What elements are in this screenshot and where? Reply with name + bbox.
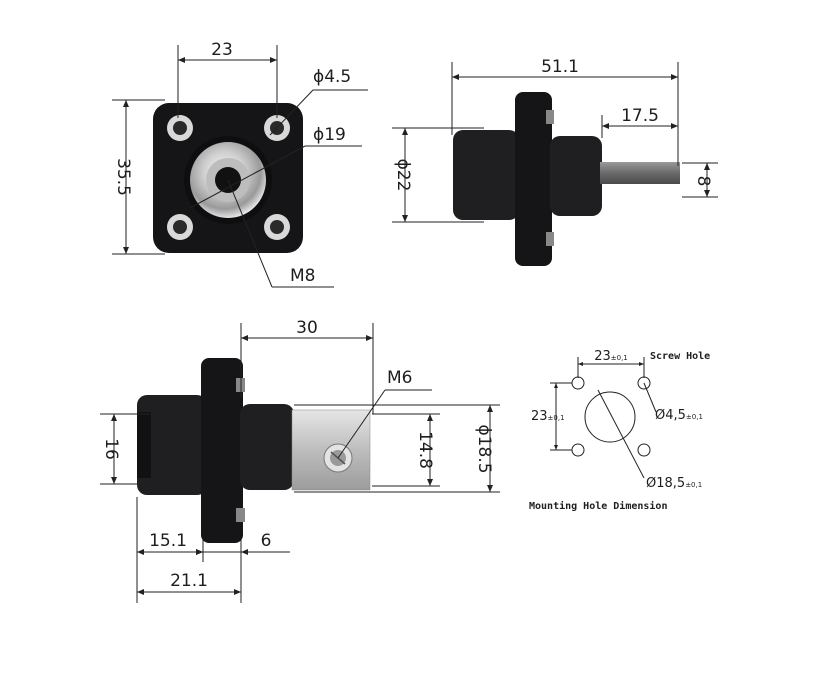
mounting-caption: Mounting Hole Dimension: [529, 500, 667, 512]
front-hole-dia-label: ϕ4.5: [313, 67, 351, 87]
mount-hole-dia-tol: ±0,1: [686, 413, 703, 421]
mount-spacing-y-label: 23: [531, 409, 548, 424]
bottom-dia-label: ϕ18.5: [474, 424, 494, 473]
bottom-left-body: [137, 395, 207, 495]
screw-hole-label: Screw Hole: [650, 351, 710, 362]
bottom-len-21-1-label: 21.1: [170, 571, 208, 591]
svg-text:Ø4,5±0,1: Ø4,5±0,1: [655, 408, 703, 423]
side-pin-thickness-label: 8: [693, 176, 713, 187]
mounting-hole-diagram: 23±0,1 Screw Hole 23±0,1 Ø4,5±0,1 Ø18,5±…: [529, 349, 710, 512]
bottom-len-15-1-label: 15.1: [149, 531, 187, 551]
svg-text:23±0,1: 23±0,1: [594, 349, 628, 364]
bottom-len-6-label: 6: [261, 531, 272, 551]
side-dia-label: ϕ22: [393, 159, 413, 192]
svg-text:23±0,1: 23±0,1: [531, 409, 565, 424]
mount-spacing-x-tol: ±0,1: [611, 354, 628, 362]
side-length-label: 51.1: [541, 57, 579, 77]
bottom-view: 30 M6 16 14.8 ϕ18.5 15.1: [100, 318, 500, 603]
bottom-length-label: 30: [296, 318, 318, 338]
mount-center-hole: [584, 391, 636, 443]
mount-hole-dia-label: Ø4,5: [655, 408, 686, 423]
mount-spacing-x-label: 23: [594, 349, 611, 364]
side-pin-length-label: 17.5: [621, 106, 659, 126]
svg-text:Ø18,5±0,1: Ø18,5±0,1: [646, 476, 702, 491]
front-view: 23 35.5 ϕ4.5 ϕ19 M8: [112, 40, 368, 288]
bottom-right-body: [240, 404, 294, 490]
mount-hole-br: [637, 443, 651, 457]
side-left-body: [453, 130, 519, 220]
mount-center-dia-tol: ±0,1: [685, 481, 702, 489]
front-height-label: 35.5: [113, 158, 133, 196]
side-flange: [515, 92, 552, 266]
mount-center-dia-label: Ø18,5: [646, 476, 685, 491]
bottom-thread-label: M6: [387, 368, 412, 388]
side-right-body: [550, 136, 602, 216]
mount-hole-bl: [571, 443, 585, 457]
side-view: 51.1 17.5 ϕ22 8: [392, 57, 718, 266]
mount-hole-tl: [571, 376, 585, 390]
bottom-tab-height-label: 14.8: [415, 431, 435, 469]
front-width-label: 23: [211, 40, 233, 60]
bottom-height-16-label: 16: [101, 438, 121, 460]
front-thread-label: M8: [290, 266, 315, 286]
side-pin: [600, 162, 680, 184]
mount-spacing-y-tol: ±0,1: [548, 414, 565, 422]
bottom-flange: [201, 358, 243, 543]
front-socket-dia-label: ϕ19: [313, 125, 346, 145]
